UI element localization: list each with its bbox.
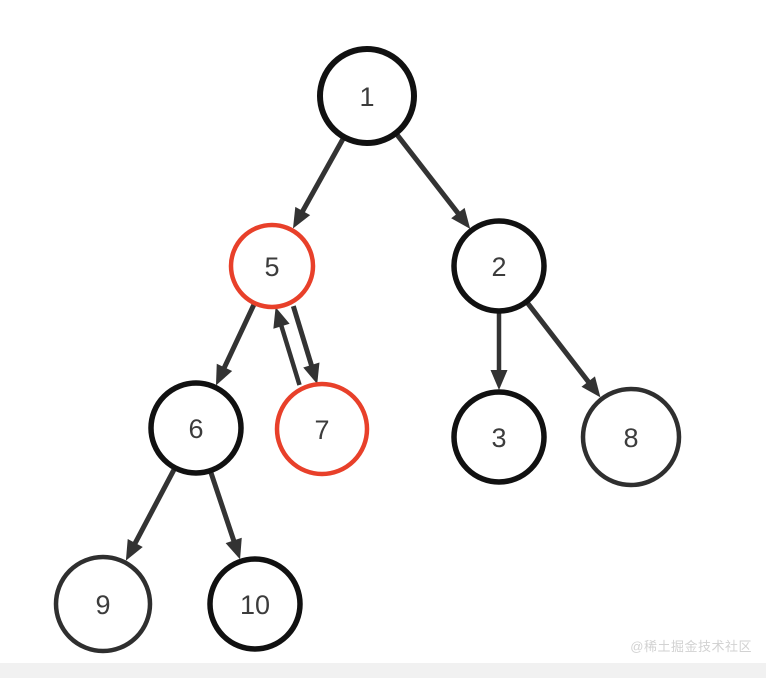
watermark-label: @稀土掘金技术社区: [630, 639, 752, 654]
arrow-head-icon: [225, 537, 242, 560]
node-label-10: 10: [240, 590, 270, 620]
node-circle-5[interactable]: [228, 222, 316, 310]
node-circle-10[interactable]: [207, 556, 303, 652]
node-circle-2[interactable]: [451, 218, 547, 314]
tree-node-8[interactable]: 8: [580, 386, 682, 488]
node-label-8: 8: [623, 423, 638, 453]
node-label-3: 3: [491, 423, 506, 453]
edge-n7-to-n5: [273, 307, 302, 386]
tree-node-2[interactable]: 2: [451, 218, 547, 314]
node-label-2: 2: [491, 252, 506, 282]
edges-layer: [125, 132, 601, 561]
tree-node-10[interactable]: 10: [207, 556, 303, 652]
node-label-7: 7: [314, 415, 329, 445]
node-circle-1[interactable]: [317, 46, 417, 146]
node-circle-8[interactable]: [580, 386, 682, 488]
tree-node-7[interactable]: 7: [274, 381, 370, 477]
tree-node-9[interactable]: 9: [53, 554, 153, 654]
edge-n2-to-n8: [525, 300, 601, 398]
edge-n5-to-n6: [215, 302, 257, 386]
edge-n1-to-n2: [394, 132, 471, 229]
nodes-layer: 1 5 2 6 7 3 8 9 10: [53, 46, 682, 654]
arrow-head-icon: [581, 376, 601, 398]
node-circle-9[interactable]: [53, 554, 153, 654]
tree-node-5[interactable]: 5: [228, 222, 316, 310]
node-label-1: 1: [359, 82, 374, 112]
bottom-strip: [0, 663, 766, 678]
node-label-9: 9: [95, 590, 110, 620]
node-circle-7[interactable]: [274, 381, 370, 477]
edge-n6-to-n10: [208, 470, 242, 560]
arrow-head-icon: [215, 363, 233, 386]
edge-n2-to-n3: [490, 312, 508, 390]
edge-n6-to-n9: [125, 467, 177, 561]
arrow-head-icon: [451, 207, 471, 229]
node-label-5: 5: [264, 252, 279, 282]
arrow-head-icon: [490, 370, 508, 390]
node-circle-3[interactable]: [451, 389, 547, 485]
arrow-head-icon: [303, 362, 320, 385]
tree-node-6[interactable]: 6: [148, 380, 244, 476]
arrow-head-icon: [125, 539, 143, 561]
arrow-head-icon: [273, 307, 290, 329]
node-label-6: 6: [188, 414, 203, 444]
tree-node-3[interactable]: 3: [451, 389, 547, 485]
edge-n5-to-n7: [290, 305, 320, 385]
edge-n1-to-n5: [292, 136, 346, 229]
tree-node-1[interactable]: 1: [317, 46, 417, 146]
node-circle-6[interactable]: [148, 380, 244, 476]
arrow-head-icon: [292, 206, 311, 229]
